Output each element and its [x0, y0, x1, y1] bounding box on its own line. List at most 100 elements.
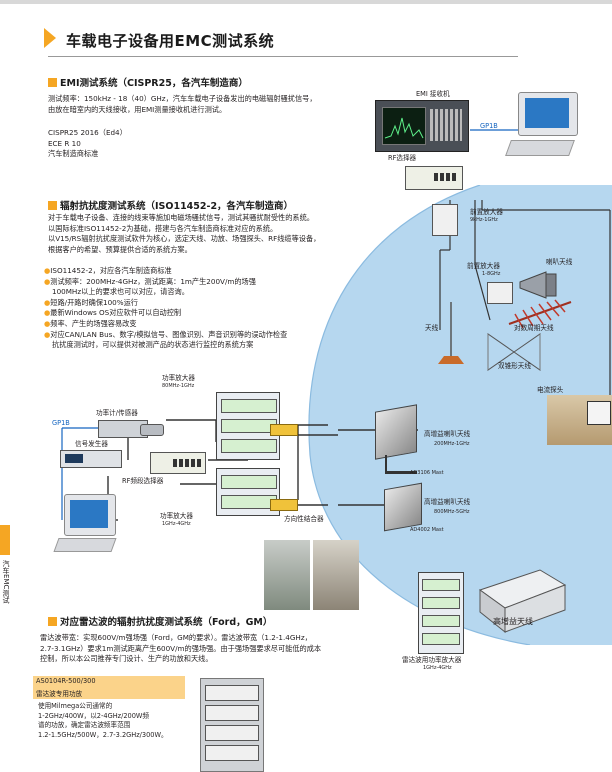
power-sensor	[140, 424, 164, 436]
emi-standard: 汽车制造商标准	[48, 149, 99, 159]
product-box: AS0104R-500/300 雷达波专用功放	[33, 676, 185, 699]
signal-generator	[60, 450, 122, 468]
immunity-bullet: 100MHz以上的要求也可以对应，请咨询。	[52, 287, 189, 297]
radar-amp-label: 雷达波用功率放大器	[402, 656, 462, 664]
pc-top-keyboard	[505, 140, 575, 156]
side-tab-label: 汽车EMC测试	[2, 560, 10, 604]
immunity-heading-marker	[48, 201, 57, 210]
emi-heading-text: EMI测试系统（CISPR25，各汽车制造商）	[60, 78, 248, 89]
biconical-label: 双锥形天线	[498, 362, 531, 370]
immunity-bullets: ●ISO11452-2，对应各汽车制造商标准 ●测试频率：200MHz-4GHz…	[44, 266, 287, 351]
coupler-1	[270, 424, 298, 436]
immunity-bullet: ●频率、产生的场强容易改变	[44, 318, 137, 328]
radar-line: 2.7-3.1GHz）要求1m测试距离产生600V/m的强场强。由于强场强要求尽…	[40, 643, 322, 653]
product-line: 使用Milmega公司通常的	[38, 702, 113, 710]
preamp2-range: 1-8GHz	[482, 271, 501, 277]
current-probe-label: 电流探头	[537, 386, 564, 394]
product-line: 1-2GHz/400W，以2-4GHz/200W频	[38, 711, 150, 720]
product-name: 雷达波专用功放	[36, 690, 83, 698]
rf-switch-label: RF频段选择器	[122, 477, 164, 485]
immunity-bullet: ●最新Windows OS对应软件可以自动控制	[44, 308, 182, 318]
hg-horn-antenna-2	[384, 482, 422, 532]
hg-antenna3-label: 高增益天线	[493, 617, 533, 626]
emi-receiver	[375, 100, 469, 152]
rf-selector-label: RF选择器	[388, 154, 417, 162]
pc-bottom-screen	[70, 500, 108, 528]
power-amplifier-2	[216, 468, 280, 516]
product-description: 使用Milmega公司通常的 1-2GHz/400W，以2-4GHz/200W频…	[38, 702, 168, 740]
horn-antenna-label: 喇叭天线	[546, 258, 573, 266]
amp2-range: 1GHz-4GHz	[162, 521, 191, 527]
pc-top-screen	[525, 98, 569, 128]
emi-standard: CISPR25 2016（Ed4）	[48, 128, 127, 137]
hg-antenna2-range: 800MHz-5GHz	[434, 509, 470, 515]
immunity-bullet: ●ISO11452-2，对应各汽车制造商标准	[44, 266, 172, 275]
preamp1-range: 9kHz-1GHz	[470, 217, 498, 223]
mast-1	[385, 455, 417, 474]
lpda-label: 对数周期天线	[514, 324, 554, 332]
rf-selector	[405, 166, 463, 190]
product-line: 谱的功放，确定雷达波频率范围	[38, 721, 131, 729]
antenna-label: 天线	[425, 324, 439, 332]
radar-heading-marker	[48, 617, 57, 626]
biconical-antenna-icon	[487, 333, 541, 371]
emi-line: 测试频率：150kHz - 18（40）GHz，汽车车载电子设备发出的电磁辐射骚…	[48, 94, 317, 103]
radar-amp-range: 1GHz-4GHz	[423, 665, 452, 671]
high-gain-antenna-icon	[478, 569, 567, 634]
vehicle-device	[587, 401, 611, 425]
preamp2	[487, 282, 513, 304]
gpib-top-label: GP1B	[480, 122, 498, 130]
antenna-mast-icon	[438, 302, 464, 364]
page-title: 车载电子设备用EMC测试系统	[66, 32, 275, 50]
immunity-line: 根据客户的希望、预算提供合适的系统方案。	[48, 244, 192, 254]
emi-standards: CISPR25 2016（Ed4） ECE R 10 汽车制造商标准	[48, 128, 127, 160]
mast1-label: AD3106 Mast	[410, 470, 444, 476]
immunity-bullet: ●测试频率：200MHz-4GHz，测试距离：1m产生200V/m的场强	[44, 276, 256, 286]
pc-bottom	[64, 494, 116, 536]
amp1-label: 功率放大器	[162, 374, 195, 382]
emi-diagram-lines	[439, 129, 611, 400]
immunity-bullet: ●短路/开路时确保100%运行	[44, 297, 138, 307]
spectrum-icon	[384, 117, 424, 139]
pc-bottom-keyboard	[53, 538, 117, 552]
vehicle-photo	[547, 395, 612, 445]
immunity-line: 以V15/RS辐射抗扰度测试软件为核心，选定天线、功放、场强探头、RF线缆等设备…	[48, 234, 321, 244]
emi-receiver-label: EMI 接收机	[416, 90, 450, 98]
radar-heading: 对应雷达波的辐射抗扰度测试系统（Ford，GM）	[48, 614, 272, 628]
immunity-bullet: 抗扰度测试时，可以提供对被测产品的状态进行监控的系统方案	[52, 340, 254, 350]
immunity-heading-text: 辐射抗扰度测试系统（ISO11452-2，各汽车制造商）	[60, 201, 294, 212]
immunity-bullet: ●对应CAN/LAN Bus、数字/模拟信号、图像识别、声音识别等的误动作检查	[44, 329, 288, 339]
coupler-2	[270, 499, 298, 511]
rf-switch	[150, 452, 206, 474]
hg-antenna2-label: 高增益喇叭天线	[424, 498, 471, 506]
photo-1	[264, 540, 310, 610]
emi-receiver-keys	[430, 109, 462, 141]
title-underline	[48, 56, 518, 57]
emi-heading: EMI测试系统（CISPR25，各汽车制造商）	[48, 75, 248, 89]
amp1-range: 80MHz-1GHz	[162, 383, 195, 389]
title-marker	[44, 28, 56, 48]
power-amplifier-1	[216, 392, 280, 460]
immunity-line: 对于车载电子设备、连接的线束等施加电磁场骚扰信号，测试其骚扰耐受性的系统。	[48, 213, 314, 222]
radar-line: 雷达波带宽：实现600V/m强场强（Ford，GM的要求）。雷达波带宽（1.2-…	[40, 633, 312, 642]
preamp1	[432, 204, 458, 236]
emi-heading-marker	[48, 78, 57, 87]
horn-antenna-icon	[519, 271, 557, 299]
photo-2	[313, 540, 359, 610]
product-line: 1.2-1.5GHz/500W，2.7-3.2GHz/300W。	[38, 730, 168, 739]
immunity-line: 以国际标准ISO11452-2为基础，搭建与各汽车制造商标准对应的系统。	[48, 223, 278, 233]
radar-amplifier	[418, 572, 464, 654]
side-tab-marker	[0, 525, 10, 555]
hg-antenna1-label: 高增益喇叭天线	[424, 430, 471, 438]
hg-antenna1-range: 200MHz-1GHz	[434, 441, 470, 447]
amp2-label: 功率放大器	[160, 512, 193, 520]
top-border	[0, 0, 612, 4]
hg-horn-antenna-1	[375, 404, 417, 460]
preamp1-label: 前置放大器	[470, 208, 503, 216]
radar-heading-text: 对应雷达波的辐射抗扰度测试系统（Ford，GM）	[60, 617, 273, 628]
product-model: AS0104R-500/300	[36, 677, 96, 685]
mast2-label: AD4002 Mast	[410, 527, 444, 533]
coupler-label: 方向性结合器	[284, 515, 324, 523]
pc-top	[518, 92, 578, 136]
radar-line: 控制，所以本公司推荐专门设计、生产的功放和天线。	[40, 654, 213, 664]
